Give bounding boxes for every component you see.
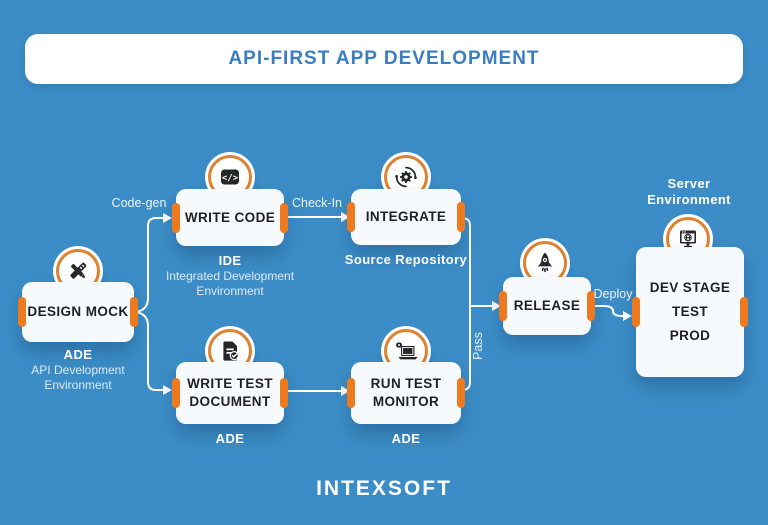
arrowhead-release [492,301,501,311]
connector-designmock-writecode [135,217,164,313]
server-right-tab [740,297,748,327]
release-left-tab [499,291,507,321]
arrowhead-runtest [341,386,350,396]
connector-designmock-writetest [135,311,164,391]
node-design-mock: DESIGN MOCK [18,282,138,342]
title-banner: API-FIRST APP DEVELOPMENT [25,34,743,84]
connector-integrate-runtest-junction [461,217,471,391]
edge-label-check-in: Check-In [291,196,343,210]
integrate-label: INTEGRATE [365,209,447,224]
write-code-right-tab [280,202,288,233]
node-integrate: INTEGRATE [347,189,465,245]
arrowhead-integrate [341,212,350,222]
edge-label-deploy: Deploy [593,287,633,301]
arrowhead-writecode [163,213,172,223]
release-right-tab [587,291,595,321]
write-code-caption: Integrated Development Environment [165,269,295,298]
integrate-caption-bold: Source Repository [344,252,468,267]
page-title: API-FIRST APP DEVELOPMENT [228,48,540,69]
document-check-glyph [223,341,239,361]
write-code-label: WRITE CODE [184,209,276,225]
server-environment-caption: Server Environment [647,176,731,207]
design-mock-caption: API Development Environment [31,363,125,392]
monitor-glyph [680,230,696,248]
integrate-right-tab [457,202,465,232]
run-test-caption-bold: ADE [391,431,421,446]
node-release: RELEASE [499,277,595,335]
design-mock-caption-bold: ADE [63,347,93,362]
server-stages-label: DEV STAGE TEST PROD [649,280,731,343]
server-left-tab [632,297,640,327]
edge-label-pass: Pass [471,332,485,360]
write-test-document-label: WRITE TEST DOCUMENT [187,376,273,409]
svg-text:</>: </> [222,174,239,184]
write-test-left-tab [172,378,180,408]
sync-gear-glyph [395,166,417,188]
design-mock-right-tab [130,297,138,327]
arrowhead-writetest [163,385,172,395]
node-run-test-monitor: RUN TEST MONITOR [347,362,465,424]
laptop-gear-glyph [396,342,418,360]
run-test-monitor-label: RUN TEST MONITOR [370,376,442,409]
design-tools-glyph [70,262,87,279]
write-test-caption-bold: ADE [215,431,245,446]
write-code-caption-bold: IDE [218,253,242,268]
node-server-stages: DEV STAGE TEST PROD [632,247,748,377]
release-label: RELEASE [513,298,581,313]
write-test-right-tab [280,378,288,408]
integrate-left-tab [347,202,355,232]
edge-label-code-gen: Code-gen [111,196,167,210]
intexsoft-logo: INTEXSOFT [316,477,452,500]
run-test-right-tab [457,378,465,408]
node-write-test-document: WRITE TEST DOCUMENT [172,362,288,424]
connector-release-server [591,305,624,317]
run-test-left-tab [347,378,355,408]
node-write-code: WRITE CODE [172,189,288,246]
write-code-left-tab [172,202,180,233]
design-mock-label: DESIGN MOCK [27,304,129,319]
design-mock-left-tab [18,297,26,327]
arrowhead-server [623,311,632,321]
code-glyph: </> [221,169,239,185]
rocket-glyph [537,252,553,273]
